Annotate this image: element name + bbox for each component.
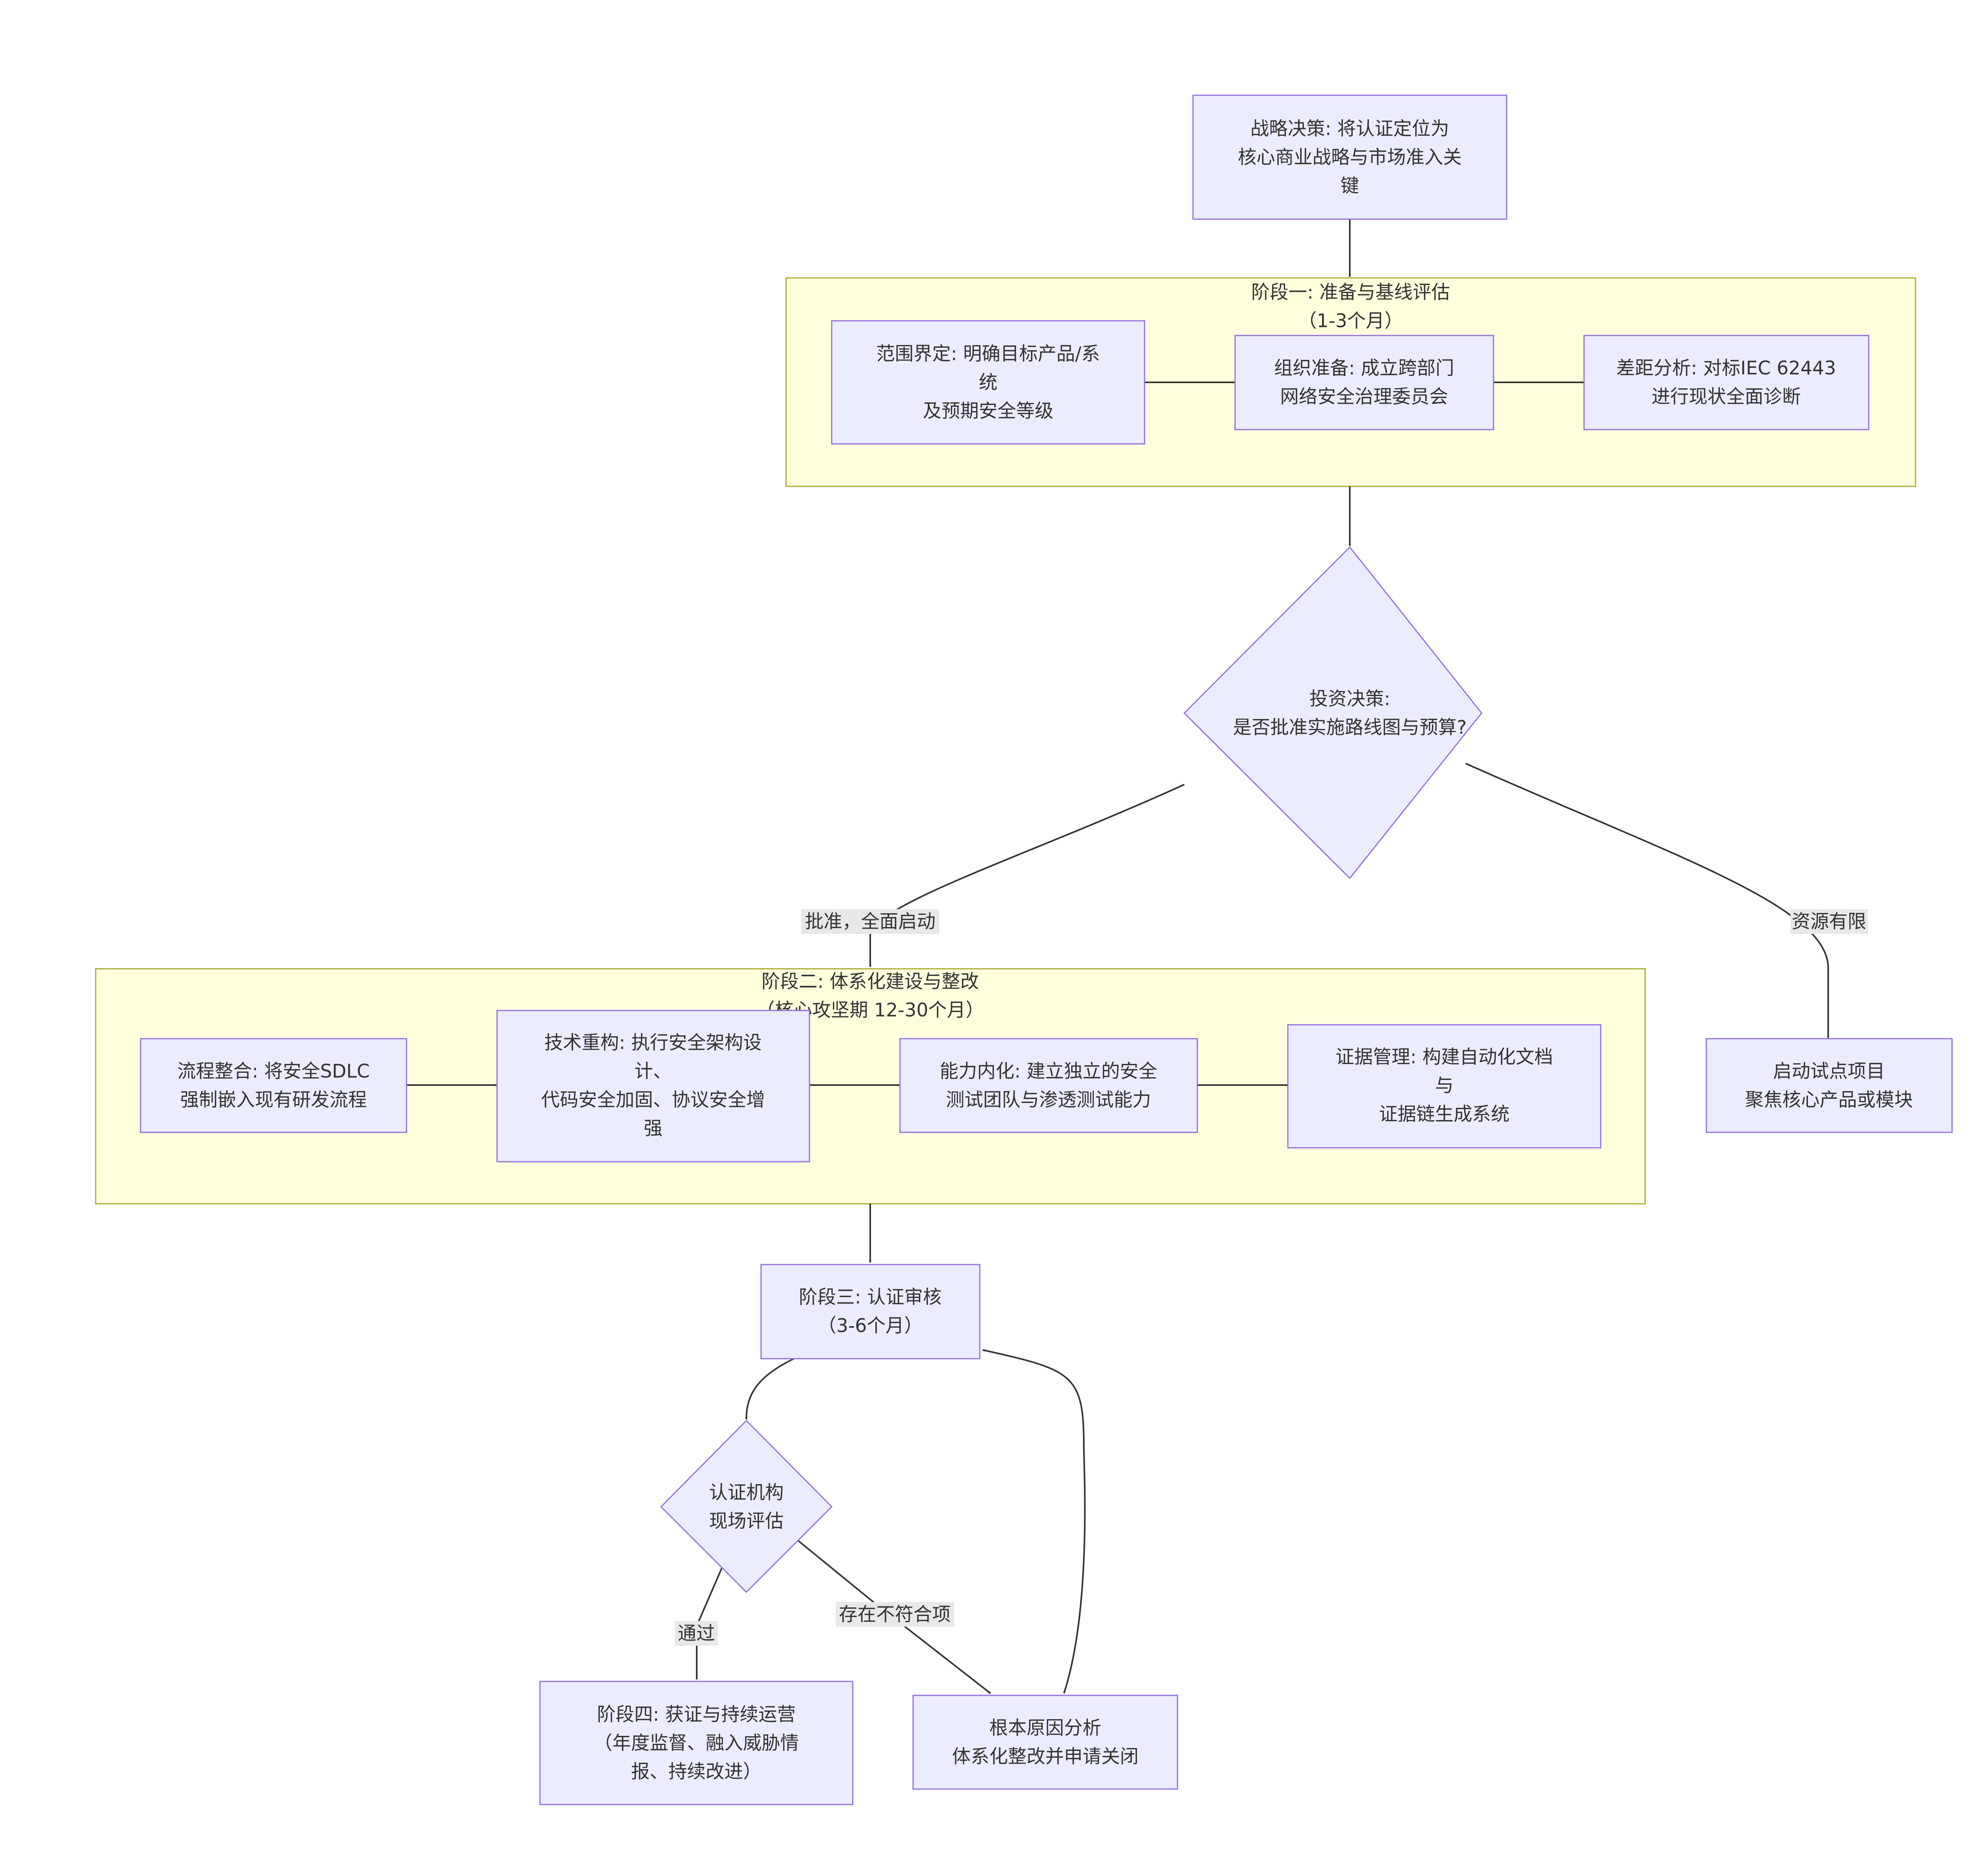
label-line: 核心商业战略与市场准入关 [1238, 147, 1462, 168]
label-line: （1-3个月） [1298, 310, 1403, 332]
node-rootcause-label: 根本原因分析体系化整改并申请关闭 [952, 1717, 1139, 1768]
edge-label-nonconform: 存在不符合项 [836, 1602, 954, 1627]
label-line: 及预期安全等级 [923, 400, 1054, 422]
label-line: 差距分析: 对标IEC 62443 [1616, 357, 1836, 379]
label-line: 阶段一: 准备与基线评估 [1251, 281, 1450, 303]
label-line: 是否批准实施路线图与预算? [1233, 717, 1467, 738]
label-line: 代码安全加固、协议安全增 [541, 1089, 765, 1111]
label-line: 网络安全治理委员会 [1280, 386, 1448, 408]
node-pilot: 启动试点项目聚焦核心产品或模块 [1706, 1038, 1953, 1133]
edge-label-limited-text: 资源有限 [1792, 911, 1866, 933]
label-line: 报、持续改进） [631, 1761, 762, 1783]
node-gap-label: 差距分析: 对标IEC 62443 进行现状全面诊断 [1616, 357, 1836, 408]
node-rootcause: 根本原因分析体系化整改并申请关闭 [912, 1695, 1178, 1790]
label-line: 技术重构: 执行安全架构设 [544, 1032, 762, 1054]
label-line: 阶段四: 获证与持续运营 [597, 1704, 796, 1726]
node-strategy: 战略决策: 将认证定位为核心商业战略与市场准入关键 [1192, 94, 1507, 220]
label-line: 进行现状全面诊断 [1652, 386, 1801, 408]
label-line: 能力内化: 建立独立的安全 [940, 1060, 1157, 1082]
edge-label-approve-text: 批准，全面启动 [805, 911, 936, 933]
cluster-phase1-title: 阶段一: 准备与基线评估 （1-3个月） [1251, 281, 1450, 332]
node-org: 组织准备: 成立跨部门网络安全治理委员会 [1234, 335, 1494, 430]
edge-audit-onsite [745, 1358, 794, 1420]
label-line: 现场评估 [709, 1510, 784, 1532]
label-line: （3-6个月） [818, 1315, 923, 1337]
label-line: 根本原因分析 [989, 1717, 1101, 1739]
label-line: 测试团队与渗透测试能力 [946, 1089, 1151, 1111]
label-line: 投资决策: [1309, 688, 1390, 710]
edge-invest-pilot [1465, 763, 1829, 1038]
label-line: 战略决策: 将认证定位为 [1251, 118, 1449, 140]
edge-label-approve: 批准，全面启动 [801, 909, 939, 934]
node-onsite-label: 认证机构现场评估 [709, 1482, 784, 1532]
label-line: 键 [1341, 175, 1359, 197]
node-capability: 能力内化: 建立独立的安全测试团队与渗透测试能力 [899, 1038, 1198, 1133]
node-audit-label: 阶段三: 认证审核 （3-6个月） [799, 1286, 942, 1337]
edge-label-nonconform-text: 存在不符合项 [839, 1604, 951, 1625]
node-tech-label: 技术重构: 执行安全架构设计、代码安全加固、协议安全增强 [541, 1032, 765, 1139]
label-line: 聚焦核心产品或模块 [1745, 1089, 1913, 1111]
node-gap: 差距分析: 对标IEC 62443 进行现状全面诊断 [1583, 335, 1869, 430]
node-process: 流程整合: 将安全SDLC 强制嵌入现有研发流程 [140, 1038, 407, 1133]
label-line: 统 [979, 372, 998, 393]
label-line: 与 [1435, 1075, 1454, 1097]
label-line: 强 [644, 1118, 663, 1139]
label-line: 强制嵌入现有研发流程 [180, 1089, 367, 1111]
node-scope-label: 范围界定: 明确目标产品/系统及预期安全等级 [876, 343, 1100, 422]
node-process-label: 流程整合: 将安全SDLC 强制嵌入现有研发流程 [177, 1060, 370, 1111]
label-line: （年度监督、融入威胁情 [594, 1732, 799, 1754]
label-line: 组织准备: 成立跨部门 [1274, 357, 1454, 379]
label-line: 计、 [634, 1060, 672, 1082]
label-line: 启动试点项目 [1773, 1060, 1885, 1082]
node-certified-label: 阶段四: 获证与持续运营 （年度监督、融入威胁情报、持续改进） [594, 1704, 799, 1783]
label-line: 认证机构 [709, 1482, 784, 1504]
label-line: 体系化整改并申请关闭 [952, 1746, 1139, 1768]
node-scope: 范围界定: 明确目标产品/系统及预期安全等级 [831, 320, 1145, 445]
node-capability-label: 能力内化: 建立独立的安全测试团队与渗透测试能力 [940, 1060, 1157, 1111]
node-strategy-label: 战略决策: 将认证定位为核心商业战略与市场准入关键 [1238, 118, 1462, 197]
node-org-label: 组织准备: 成立跨部门网络安全治理委员会 [1274, 357, 1454, 408]
label-line: 流程整合: 将安全SDLC [177, 1060, 370, 1082]
edge-rootcause-audit [982, 1349, 1086, 1694]
edge-invest-approve [869, 784, 1185, 967]
label-line: 范围界定: 明确目标产品/系 [876, 343, 1100, 365]
label-line: 阶段二: 体系化建设与整改 [761, 971, 979, 993]
node-tech: 技术重构: 执行安全架构设计、代码安全加固、协议安全增强 [496, 1010, 810, 1163]
node-evidence: 证据管理: 构建自动化文档与证据链生成系统 [1287, 1024, 1601, 1149]
node-evidence-label: 证据管理: 构建自动化文档与证据链生成系统 [1336, 1046, 1553, 1125]
node-invest-label: 投资决策: 是否批准实施路线图与预算? [1233, 688, 1467, 738]
node-audit: 阶段三: 认证审核 （3-6个月） [760, 1264, 981, 1359]
node-certified: 阶段四: 获证与持续运营 （年度监督、融入威胁情报、持续改进） [539, 1681, 854, 1805]
label-line: 证据管理: 构建自动化文档 [1336, 1046, 1553, 1068]
edges [407, 219, 1829, 1694]
label-line: 阶段三: 认证审核 [799, 1286, 942, 1308]
edge-label-pass-text: 通过 [678, 1623, 715, 1645]
edge-label-pass: 通过 [675, 1621, 718, 1646]
node-onsite-decision: 认证机构现场评估 [660, 1419, 833, 1593]
edge-label-limited: 资源有限 [1790, 909, 1868, 934]
node-pilot-label: 启动试点项目聚焦核心产品或模块 [1745, 1060, 1913, 1111]
label-line: 证据链生成系统 [1379, 1103, 1510, 1125]
node-invest-decision: 投资决策: 是否批准实施路线图与预算? [1183, 546, 1482, 879]
